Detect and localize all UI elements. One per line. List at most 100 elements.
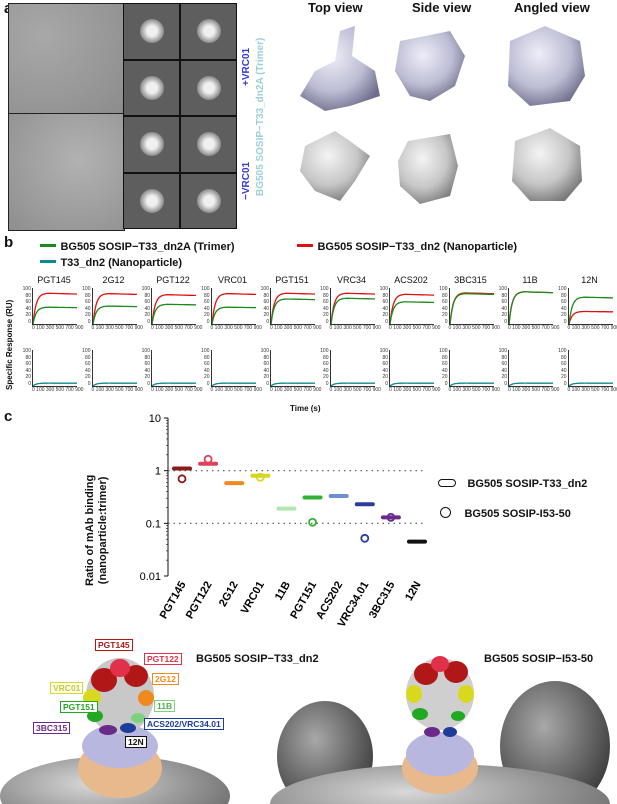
y-tick-label: 0.01 [140, 571, 161, 583]
spr-x-ticks: 0 100 300 500 700 900 [270, 325, 322, 331]
nanoparticle-curve [152, 294, 196, 324]
structure-title-left: BG505 SOSIP−T33_dn2 [196, 653, 319, 665]
nanoparticle-curve [92, 292, 137, 324]
t33-control-curve [449, 382, 494, 386]
nanoparticle-curve [33, 292, 77, 324]
class-average-8 [180, 172, 237, 229]
particle-average [140, 188, 164, 213]
spr-title-3bc315: 3BC315 [454, 275, 487, 285]
em-density-maps [300, 26, 585, 204]
t33-control-curve [390, 382, 434, 386]
spr-x-ticks: 0 100 300 500 700 900 [508, 325, 560, 331]
map-side-minus [398, 134, 458, 204]
spr-x-ticks: 0 100 300 500 700 900 [210, 387, 262, 393]
spr-plot-pgt151 [270, 288, 315, 325]
spr-control-plot-pgt145 [32, 350, 77, 387]
bar-marker-pgt151 [302, 495, 323, 500]
epitope-tag-2g12: 2G12 [152, 673, 179, 685]
bar-marker-pgt145 [172, 466, 192, 471]
x-tick-label-vrc01: VRC01 [239, 580, 267, 617]
particle-average [197, 75, 221, 100]
legend-label-nanoparticle: BG505 SOSIP−T33_dn2 (Nanoparticle) [317, 241, 518, 253]
class-average-4 [180, 59, 237, 116]
t33-control-curve [152, 382, 196, 386]
epitope-tag-vrc01: VRC01 [50, 682, 84, 694]
spr-plot-11b [508, 288, 553, 325]
bar-marker-acs202 [328, 494, 349, 499]
spr-x-ticks: 0 100 300 500 700 900 [567, 387, 617, 393]
spr-control-plot-vrc01 [210, 350, 256, 387]
spr-plot-pgt145 [32, 288, 77, 325]
t33-control-curve [509, 382, 553, 386]
epitope-tag-11b: 11B [154, 700, 176, 712]
trimer-curve [330, 297, 375, 324]
spr-control-plot-3bc315 [448, 350, 494, 387]
spr-y-label: Specific Response (RU) [5, 299, 14, 390]
trimer-curve [568, 296, 613, 324]
spr-title-12n: 12N [581, 275, 598, 285]
spr-x-ticks: 0 100 300 500 700 900 [151, 325, 203, 331]
spr-x-ticks: 0 100 300 500 700 900 [32, 325, 84, 331]
nanoparticle-curve [390, 293, 434, 324]
legend-item-nanoparticle: BG505 SOSIP−T33_dn2 (Nanoparticle) [297, 237, 517, 255]
x-tick-label-2g12: 2G12 [217, 580, 241, 609]
trimer-curve [271, 298, 315, 324]
ratio-y-label: Ratio of mAb binding (nanoparticle:trime… [84, 475, 110, 586]
trimer-curve [33, 306, 77, 324]
view-title-top: Top view [308, 0, 363, 15]
structure-title-right: BG505 SOSIP−I53-50 [484, 653, 594, 665]
bar-marker-11b [276, 506, 297, 511]
spr-plot-vrc01 [210, 288, 256, 325]
spr-plot-pgt122 [151, 288, 196, 325]
ratio-y-label-line2: (nanoparticle:trimer) [97, 476, 109, 585]
panel-b-letter: b [4, 234, 14, 251]
t33-control-curve [271, 382, 315, 386]
trimer-curve [211, 306, 256, 324]
ratio-legend-item-i53: BG505 SOSIP-I53-50 [438, 504, 613, 522]
epitope-surface-models [0, 656, 610, 804]
spr-x-ticks: 0 100 300 500 700 900 [389, 387, 441, 393]
bar-marker-3bc315 [380, 515, 401, 520]
particle-average [140, 132, 164, 156]
x-tick-label-11b: 11B [273, 579, 293, 602]
map-top-plus [300, 26, 380, 111]
particle-average [197, 19, 221, 43]
construct-label: BG505 SOSIP−T33_dn2A (Trimer) [255, 37, 266, 196]
right-structure [270, 656, 610, 804]
t33-control-curve [568, 382, 613, 386]
plus-vrc01-label: +VRC01 [241, 47, 252, 86]
legend-swatch-trimer [40, 244, 56, 248]
micrograph-minus-vrc01 [8, 113, 125, 231]
spr-control-plot-12n [567, 350, 613, 387]
legend-label-t33: T33_dn2 (Nanoparticle) [60, 257, 183, 269]
spr-x-ticks: 0 100 300 500 700 900 [210, 325, 262, 331]
epitope-tag-3bc315: 3BC315 [33, 722, 71, 734]
map-top-minus [300, 131, 370, 201]
ratio-legend-circle-marker [440, 507, 451, 519]
bar-marker-vrc34.01 [354, 502, 375, 507]
bar-marker-pgt122 [198, 461, 219, 466]
epitope-tag-pgt151: PGT151 [60, 701, 98, 713]
spr-title-pgt145: PGT145 [37, 275, 71, 285]
spr-control-plot-pgt151 [270, 350, 315, 387]
y-tick-label: 0.1 [146, 518, 161, 530]
epitope-tag-pgt122: PGT122 [144, 653, 182, 665]
class-average-5 [123, 116, 180, 173]
ratio-legend: BG505 SOSIP-T33_dn2 BG505 SOSIP-I53-50 [438, 474, 613, 522]
circle-marker-vrc34.01 [360, 533, 370, 543]
bar-marker-2g12 [224, 481, 245, 486]
ratio-legend-bar-marker [438, 478, 456, 487]
y-tick-label: 1 [155, 466, 161, 478]
particle-average [197, 132, 221, 156]
